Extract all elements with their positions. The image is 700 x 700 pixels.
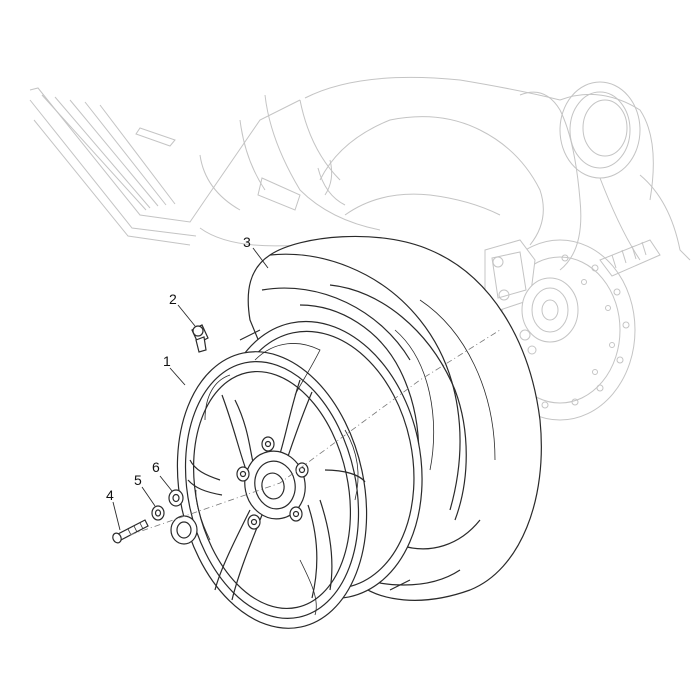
axle-centerline bbox=[129, 329, 501, 536]
callout-4: 4 bbox=[106, 487, 114, 503]
bolt-part-4 bbox=[112, 519, 149, 544]
leader-2 bbox=[177, 304, 196, 327]
spacer-ring bbox=[170, 515, 198, 545]
callout-3: 3 bbox=[243, 234, 251, 250]
brake-disc-holes bbox=[541, 254, 630, 409]
callout-1: 1 bbox=[163, 353, 171, 369]
callout-6: 6 bbox=[152, 459, 160, 475]
callout-2: 2 bbox=[169, 291, 177, 307]
washer-part-5 bbox=[151, 505, 165, 521]
leader-5 bbox=[141, 486, 156, 507]
leader-6 bbox=[159, 475, 173, 492]
wheel-rim-part-1 bbox=[176, 320, 423, 629]
leader-3 bbox=[252, 247, 269, 269]
valve-part-2 bbox=[191, 324, 209, 353]
leader-1 bbox=[169, 367, 186, 386]
callout-labels: 2 1 3 4 5 6 bbox=[106, 234, 251, 503]
scooter-body-ghost bbox=[29, 76, 691, 421]
leader-4 bbox=[112, 501, 121, 531]
callout-leaders bbox=[112, 247, 269, 531]
callout-5: 5 bbox=[134, 472, 142, 488]
washer-part-6 bbox=[168, 489, 184, 507]
